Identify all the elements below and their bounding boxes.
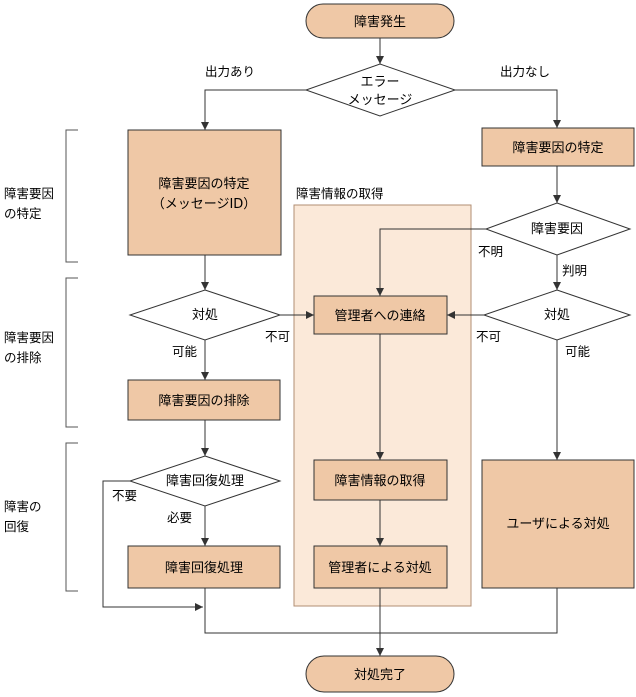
label-impossible-left: 不可 bbox=[265, 329, 290, 344]
node-identify-right: 障害要因の特定 bbox=[481, 127, 635, 167]
phase-eliminate-label-2: の排除 bbox=[4, 350, 42, 365]
node-handle-left-label: 対処 bbox=[192, 308, 218, 323]
node-handle-right-label: 対処 bbox=[544, 308, 570, 323]
node-eliminate: 障害要因の排除 bbox=[127, 379, 281, 421]
node-contact-admin: 管理者への連絡 bbox=[313, 295, 448, 335]
edge-error-to-identify-left bbox=[201, 89, 306, 130]
label-unknown: 不明 bbox=[478, 244, 503, 259]
phase-recover-label-2: 回復 bbox=[4, 519, 30, 534]
node-user-handle-label: ユーザによる対処 bbox=[506, 517, 609, 532]
node-identify-left-label-1: 障害要因の特定 bbox=[158, 176, 249, 192]
node-cause-decision: 障害要因 bbox=[484, 202, 632, 256]
label-possible-left: 可能 bbox=[172, 344, 198, 359]
node-admin-handle-label: 管理者による対処 bbox=[328, 561, 432, 576]
node-eliminate-label: 障害要因の排除 bbox=[158, 393, 249, 409]
node-cause-label: 障害要因 bbox=[531, 221, 583, 237]
node-get-info-label: 障害情報の取得 bbox=[334, 473, 425, 489]
node-error-label-1: エラー bbox=[360, 75, 399, 90]
node-identify-left-label-2: （メッセージID） bbox=[152, 197, 257, 212]
node-handle-left: 対処 bbox=[128, 289, 282, 341]
node-identify-left: 障害要因の特定 （メッセージID） bbox=[127, 129, 282, 256]
label-output-no: 出力なし bbox=[500, 64, 550, 79]
label-not-required: 不要 bbox=[112, 488, 137, 503]
node-handle-right: 対処 bbox=[482, 289, 632, 341]
node-error-label-2: メッセージ bbox=[348, 93, 413, 108]
panel-title: 障害情報の取得 bbox=[296, 186, 384, 201]
info-gathering-panel: 障害情報の取得 bbox=[293, 186, 472, 607]
node-contact-admin-label: 管理者への連絡 bbox=[334, 308, 425, 324]
label-impossible-right: 不可 bbox=[476, 329, 501, 344]
edge-error-to-identify-right bbox=[455, 89, 561, 128]
edge-cause-unknown-to-contact bbox=[376, 228, 486, 296]
edge-merge bbox=[204, 588, 558, 634]
edge-recovery-bypass bbox=[102, 480, 203, 611]
edges bbox=[102, 38, 561, 656]
phase-eliminate-label-1: 障害要因 bbox=[4, 330, 54, 345]
node-recovery-process-label: 障害回復処理 bbox=[165, 560, 243, 576]
node-get-info: 障害情報の取得 bbox=[313, 459, 448, 501]
label-known: 判明 bbox=[562, 263, 587, 278]
node-end-label: 対処完了 bbox=[354, 668, 406, 683]
node-recovery-decision: 障害回復処理 bbox=[128, 455, 282, 507]
node-recovery-decision-label: 障害回復処理 bbox=[166, 473, 244, 489]
phase-bracket-recover: 障害の 回復 bbox=[4, 442, 78, 592]
phase-identify-label-1: 障害要因 bbox=[4, 186, 54, 201]
phase-bracket-eliminate: 障害要因 の排除 bbox=[4, 277, 78, 428]
node-admin-handle: 管理者による対処 bbox=[313, 545, 448, 589]
edge-labels: 出力あり 出力なし 不明 判明 不可 不可 可能 可能 不要 必要 bbox=[112, 64, 591, 525]
label-required: 必要 bbox=[167, 510, 192, 525]
node-user-handle: ユーザによる対処 bbox=[481, 459, 635, 589]
node-error-message: エラー メッセージ bbox=[304, 63, 457, 117]
phase-recover-label-1: 障害の bbox=[4, 499, 42, 514]
node-start: 障害発生 bbox=[305, 3, 455, 39]
phase-identify-label-2: の特定 bbox=[4, 206, 42, 221]
node-identify-right-label: 障害要因の特定 bbox=[512, 140, 603, 156]
phase-bracket-identify: 障害要因 の特定 bbox=[4, 129, 78, 263]
label-possible-right: 可能 bbox=[565, 344, 591, 359]
label-output-yes: 出力あり bbox=[205, 64, 255, 79]
node-recovery-process: 障害回復処理 bbox=[127, 545, 281, 589]
node-end: 対処完了 bbox=[305, 655, 455, 693]
node-start-label: 障害発生 bbox=[354, 14, 406, 30]
